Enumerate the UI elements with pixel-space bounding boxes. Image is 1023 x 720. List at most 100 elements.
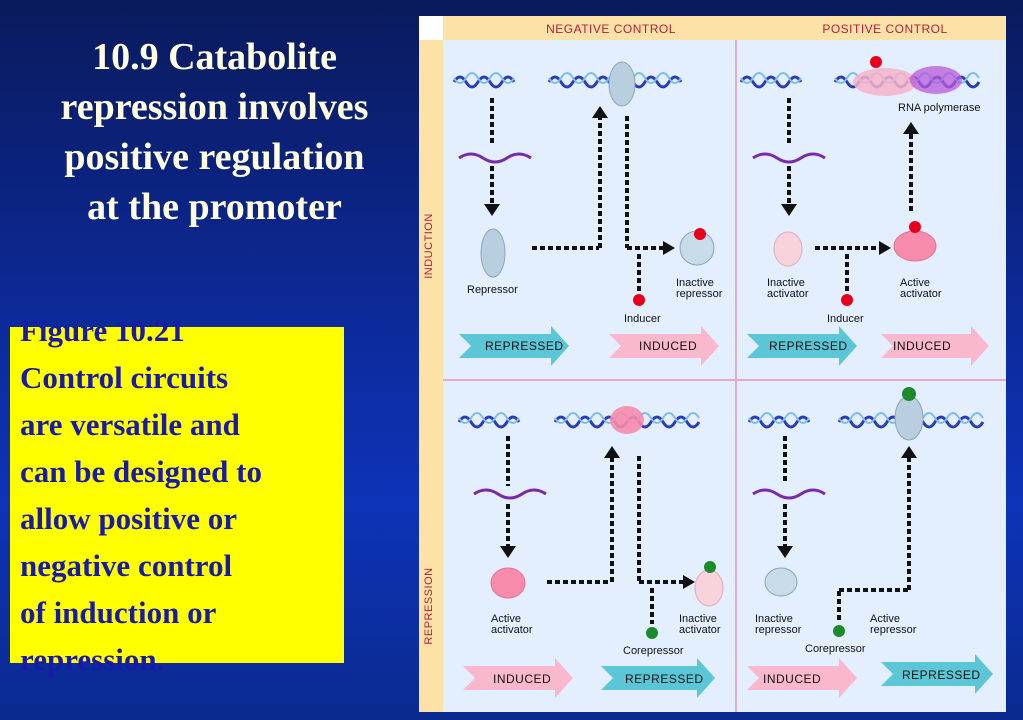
repressed-arrow — [881, 654, 993, 694]
label-active-activator-rep: Active — [491, 613, 521, 625]
label-corepressor: Corepressor — [805, 643, 866, 655]
title-line: repression involves — [60, 86, 369, 128]
repressor-bound-icon — [608, 61, 636, 107]
label-active-activator: Active — [900, 277, 930, 289]
label-induced: INDUCED — [763, 672, 821, 686]
label-repressor: Repressor — [467, 284, 518, 296]
repressed-arrow — [747, 326, 857, 366]
active-activator-icon — [490, 567, 526, 599]
arrowhead — [901, 446, 917, 458]
label-repressed: REPRESSED — [485, 339, 564, 353]
rna-polymerase-icon — [910, 66, 962, 94]
mrna-icon — [458, 152, 532, 164]
corepressor-icon — [646, 627, 658, 639]
arrowhead — [484, 204, 500, 216]
title-line: at the promoter — [87, 186, 342, 228]
figure-caption: Figure 10.21 Control circuits are versat… — [20, 307, 350, 683]
mrna-icon — [752, 488, 826, 500]
repressed-arrow — [459, 326, 569, 366]
panel-negative-repression — [443, 381, 735, 712]
label-active-activator: activator — [900, 288, 942, 300]
row-header-induction: INDUCTION — [423, 213, 435, 279]
label-inactive-repressor: repressor — [676, 288, 723, 300]
repressed-arrow — [601, 658, 715, 698]
label-active-repressor: repressor — [870, 624, 917, 636]
corepressor-icon — [704, 561, 716, 573]
caption-line: repression. — [20, 642, 165, 677]
row-header-band — [419, 40, 443, 712]
label-inactive-activator-rep: Inactive — [679, 613, 717, 625]
arrowhead — [683, 575, 695, 589]
label-repressed: REPRESSED — [769, 339, 848, 353]
active-activator-icon — [893, 230, 937, 262]
corepressor-icon — [902, 387, 916, 401]
inducer-icon — [909, 221, 921, 233]
label-inactive-activator: Inactive — [767, 277, 805, 289]
panel-positive-induction — [737, 40, 1006, 379]
inducer-icon — [694, 228, 706, 240]
mrna-icon — [752, 152, 826, 164]
inducer-icon — [633, 294, 645, 306]
label-rna-polymerase: RNA polymerase — [898, 102, 981, 114]
caption-line: Control circuits — [20, 360, 229, 395]
label-induced: INDUCED — [639, 339, 697, 353]
inducer-icon — [870, 56, 882, 68]
label-induced: INDUCED — [493, 672, 551, 686]
arrowhead — [777, 546, 793, 558]
arrowhead — [500, 546, 516, 558]
label-inducer: Inducer — [827, 313, 864, 325]
panel-negative-induction — [443, 40, 735, 379]
label-inactive-activator-rep: activator — [679, 624, 721, 636]
induced-arrow — [609, 326, 719, 366]
caption-highlight-box — [10, 327, 344, 663]
label-repressed: REPRESSED — [625, 672, 704, 686]
dna-icon — [740, 72, 802, 84]
caption-line: negative control — [20, 548, 233, 583]
caption-line: of induction or — [20, 595, 217, 630]
caption-line: allow positive or — [20, 501, 237, 536]
control-circuits-figure: NEGATIVE CONTROL POSITIVE CONTROL INDUCT… — [419, 16, 1006, 712]
label-active-repressor: Active — [870, 613, 900, 625]
column-header-band — [443, 16, 1006, 40]
activator-bound-icon — [853, 68, 917, 96]
dna-icon — [453, 72, 515, 84]
activator-bound-icon — [610, 406, 644, 434]
label-inactive-repressor-rep: Inactive — [755, 613, 793, 625]
repressor-bound-icon — [894, 395, 924, 441]
label-corepressor: Corepressor — [623, 645, 684, 657]
row-header-repression: REPRESSION — [423, 567, 435, 644]
corepressor-icon — [833, 625, 845, 637]
label-repressed: REPRESSED — [902, 668, 981, 682]
arrowhead — [879, 241, 891, 255]
arrowhead — [781, 204, 797, 216]
dna-icon — [748, 412, 810, 424]
arrowhead — [604, 446, 620, 458]
dna-icon — [458, 412, 520, 424]
inactive-repressor-icon — [764, 567, 798, 597]
label-inactive-activator: activator — [767, 288, 809, 300]
label-active-activator-rep: activator — [491, 624, 533, 636]
slide-title: 10.9 Catabolite repression involves posi… — [22, 32, 407, 232]
col-header-negative: NEGATIVE CONTROL — [546, 22, 676, 36]
figure-svg: NEGATIVE CONTROL POSITIVE CONTROL INDUCT… — [419, 16, 1006, 712]
arrowhead — [663, 241, 675, 255]
label-induced: INDUCED — [893, 339, 951, 353]
caption-line: Figure 10.21 — [20, 313, 185, 348]
label-inactive-repressor: Inactive — [676, 277, 714, 289]
induced-arrow — [463, 658, 573, 698]
induced-arrow — [881, 326, 989, 366]
inactive-activator-icon — [694, 569, 724, 607]
caption-line: can be designed to — [20, 454, 262, 489]
induced-arrow — [747, 658, 857, 698]
col-header-positive: POSITIVE CONTROL — [822, 22, 947, 36]
label-inactive-repressor-rep: repressor — [755, 624, 802, 636]
title-line: positive regulation — [64, 136, 365, 178]
inducer-icon — [841, 294, 853, 306]
arrowhead — [592, 106, 608, 118]
caption-line: are versatile and — [20, 407, 240, 442]
arrowhead — [903, 122, 919, 134]
repressor-icon — [480, 228, 506, 278]
label-inducer: Inducer — [624, 313, 661, 325]
inactive-activator-icon — [773, 231, 803, 267]
mrna-icon — [473, 488, 547, 500]
